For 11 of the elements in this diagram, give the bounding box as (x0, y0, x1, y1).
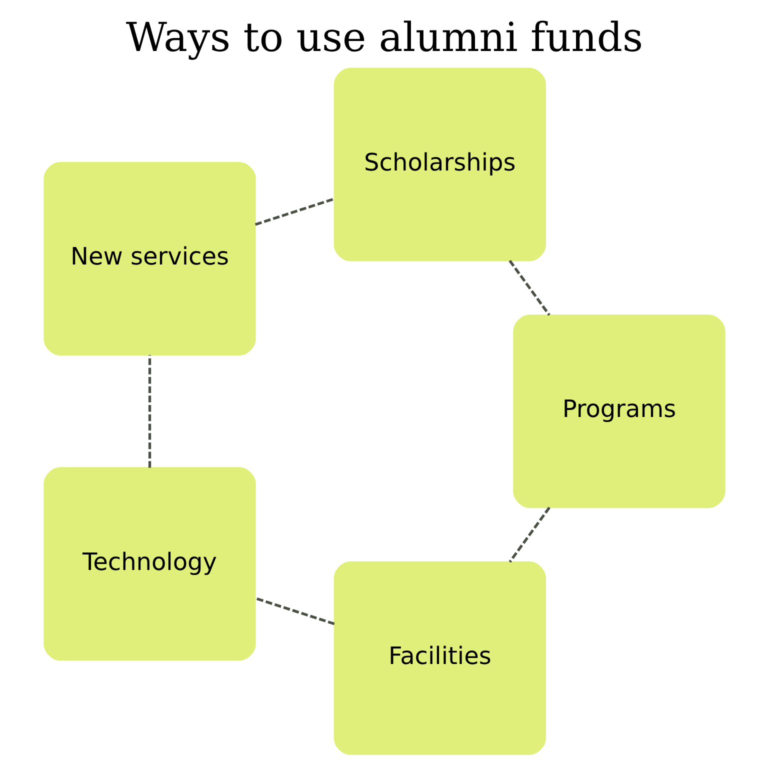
connector (508, 506, 550, 563)
node-box: Programs (512, 314, 725, 508)
diagram-title: Ways to use alumni funds (125, 15, 643, 62)
node-box: New services (43, 162, 256, 356)
node-box: Technology (43, 467, 256, 661)
node-box: Facilities (333, 561, 546, 755)
connector (254, 198, 334, 226)
connector (148, 354, 151, 468)
node-box: Scholarships (333, 68, 546, 262)
connector (254, 596, 334, 626)
connector (508, 260, 550, 316)
